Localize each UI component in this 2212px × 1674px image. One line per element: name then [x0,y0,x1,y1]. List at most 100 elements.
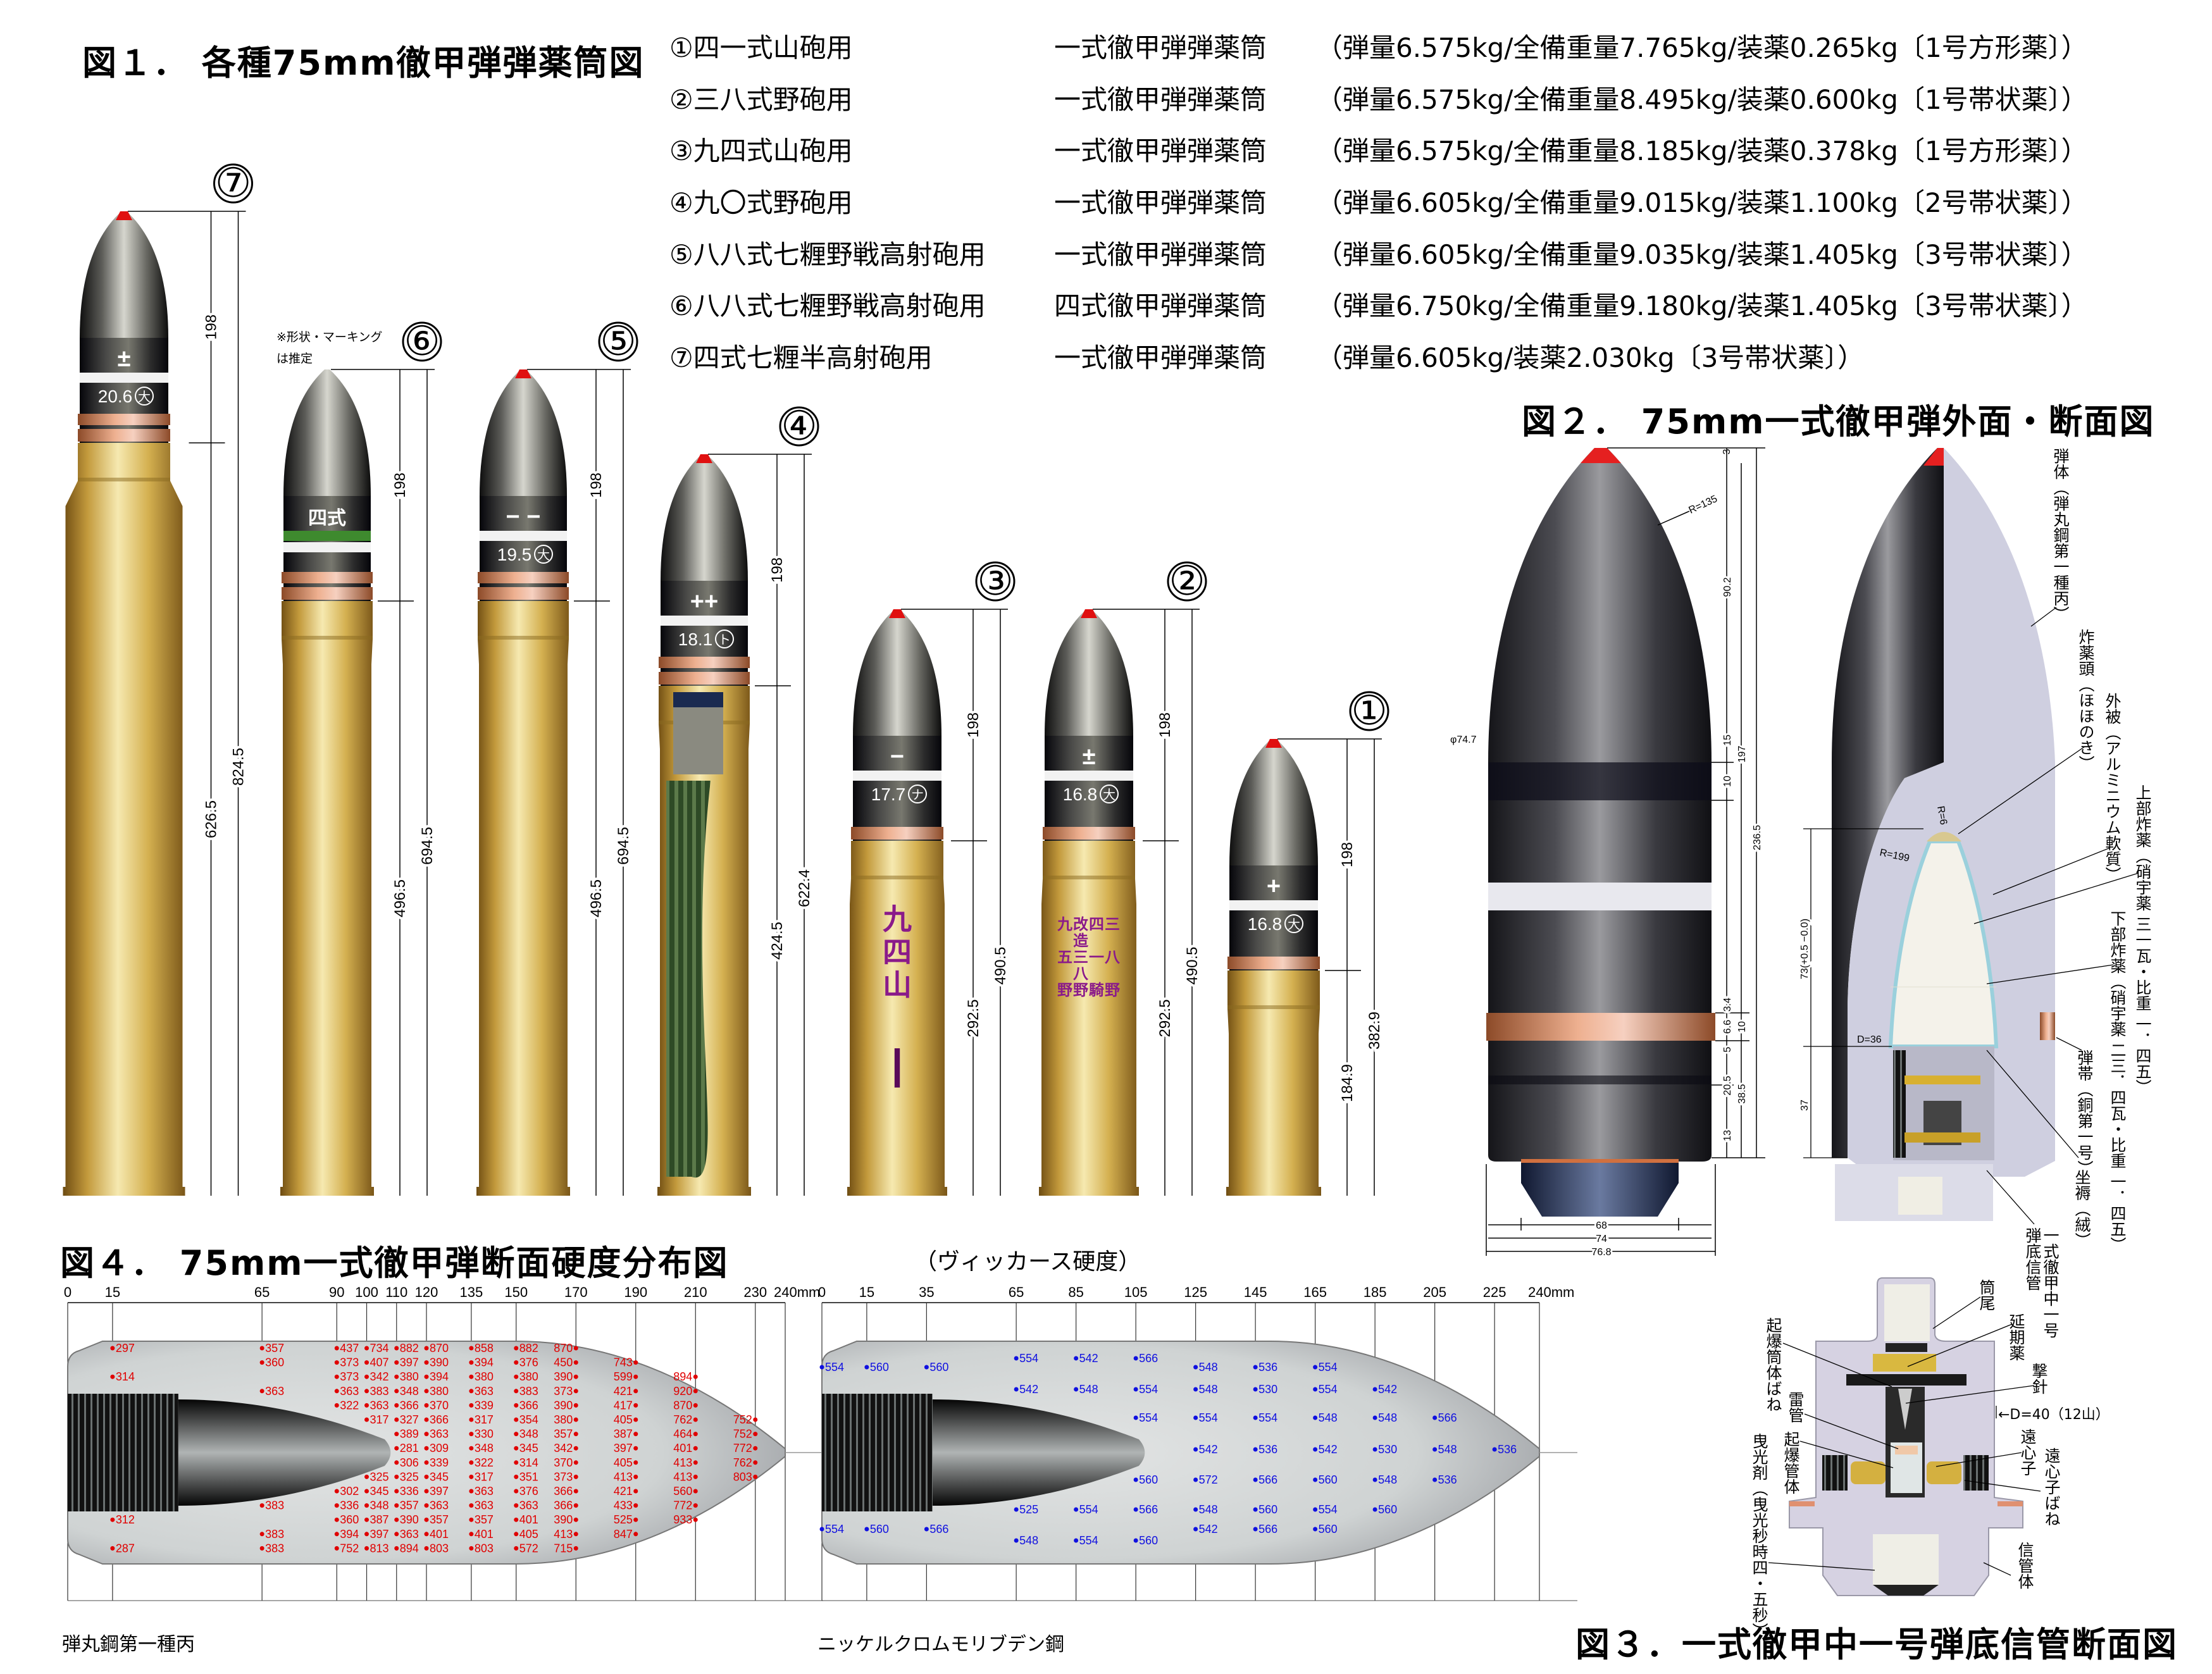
hardness-value: 314 [116,1370,135,1383]
white-band [1045,771,1133,781]
hardness-value: 894 [673,1370,692,1383]
hardness-value: 387 [370,1513,389,1526]
label-body: 弾体（弾丸鋼第一種丙） [2051,448,2070,622]
hardness-value: 317 [370,1413,389,1426]
hardness-point [1372,1507,1377,1512]
hardness-value: 536 [1498,1443,1517,1456]
marking-symbol: ± [1083,743,1096,770]
dim-ogive: 90.2 [1722,577,1733,597]
hardness-value: 405 [614,1413,633,1426]
nose-block [1927,832,1961,841]
dim-case-length: 424.5 [769,922,786,960]
hardness-point [924,1365,929,1370]
hardness-value: 342 [554,1442,573,1454]
fuze-centrifugal [1904,1132,1980,1143]
scale-tick-label: 165 [1303,1284,1327,1300]
hardness-value: 380 [475,1370,494,1383]
marking-mark: 大 [138,390,151,404]
hardness-point [633,1432,638,1437]
figure2-section-view [1832,448,2055,1221]
gun-name: 四一式山砲用 [693,32,853,63]
hardness-value: 366 [519,1399,538,1411]
hardness-value: 322 [340,1399,359,1411]
groove [1488,1076,1712,1084]
label-fuze-kind: 弾底信管 [2023,1227,2042,1291]
round-number: ⑤ [669,239,693,270]
hardness-point [514,1517,519,1522]
spec-row-1-cartridge: 一式徹甲弾弾薬筒 [1054,32,1267,63]
cartridge-case [63,443,185,1196]
scale-tick-label: 100 [355,1284,378,1300]
hardness-point [514,1389,519,1394]
hardness-point [1074,1387,1079,1392]
hardness-value: 894 [400,1542,419,1554]
red-tip [1581,448,1621,463]
hardness-point [693,1389,698,1394]
marking-symbol: − [890,743,904,770]
centrifugal-right [1927,1461,1961,1484]
dim-case-length: 184.9 [1339,1064,1356,1102]
hardness-value: 560 [929,1361,948,1373]
hardness-value: 530 [1378,1443,1397,1456]
hardness-point [424,1517,429,1522]
dimension-lines [1093,609,1200,1196]
hardness-point [469,1403,474,1408]
round-id-circle [1349,691,1389,731]
hardness-value: 548 [1019,1534,1038,1547]
hardness-point [394,1389,399,1394]
round-id-circle [213,163,253,204]
hardness-value: 752 [733,1413,752,1426]
hardness-value: 405 [519,1528,538,1541]
hardness-value: 554 [1019,1352,1038,1365]
hardness-point [469,1517,474,1522]
hardness-value: 560 [673,1485,692,1497]
label-gasket: 坐褥（絨） [2073,1169,2091,1248]
hardness-value: 566 [1258,1523,1277,1535]
hardness-value: 373 [340,1370,359,1383]
hardness-point [514,1532,519,1537]
hardness-point [1014,1538,1019,1543]
hardness-point [469,1546,474,1551]
dimension-lines [128,211,246,1196]
fuze-delay [1904,1076,1980,1084]
hardness-value: 536 [1438,1473,1457,1486]
hardness-point [1313,1527,1318,1532]
hardness-value: 401 [519,1513,538,1526]
label-band: 弾帯（銅第一号） [2075,1050,2094,1176]
hardness-value: 536 [1258,1361,1277,1373]
label-liner: 外被（アルミニウム軟質） [2103,693,2122,883]
marking-weight: 17.7 [871,784,906,804]
scale-tick-label: 35 [919,1284,934,1300]
scale-tick-label: 15 [859,1284,874,1300]
hardness-value: 566 [1139,1352,1158,1365]
figure2-dimensions [1486,447,1765,1256]
hardness-point [753,1474,758,1479]
hardness-value: 383 [265,1499,284,1512]
dim-197: 197 [1737,746,1748,763]
scale-tick-label: 105 [1124,1284,1148,1300]
gun-name: 三八式野砲用 [693,84,853,115]
hardness-value: 413 [614,1470,633,1483]
dim-total-length: 382.9 [1366,1012,1383,1050]
hardness-value: 383 [265,1542,284,1554]
hardness-point [1014,1356,1019,1361]
hardness-point [573,1474,578,1479]
dim-74: 74 [1596,1234,1607,1244]
hardness-point [633,1389,638,1394]
dimension-lines [901,609,1008,1196]
marking-circle [135,387,154,406]
case-crimp [1227,1005,1320,1009]
dim-total-length: 622.4 [796,869,813,907]
hardness-value: 317 [475,1470,494,1483]
hardness-value: 560 [870,1523,889,1535]
scale-tick-label: 225 [1483,1284,1507,1300]
hardness-point [469,1374,474,1379]
hardness-point [424,1346,429,1351]
round-number: ② [669,84,693,115]
hardness-value: 560 [1139,1473,1158,1486]
hardness-value: 309 [430,1442,449,1454]
bullet-section-shape [821,1341,1540,1565]
hardness-point [259,1546,264,1551]
hardness-point [1432,1477,1438,1482]
